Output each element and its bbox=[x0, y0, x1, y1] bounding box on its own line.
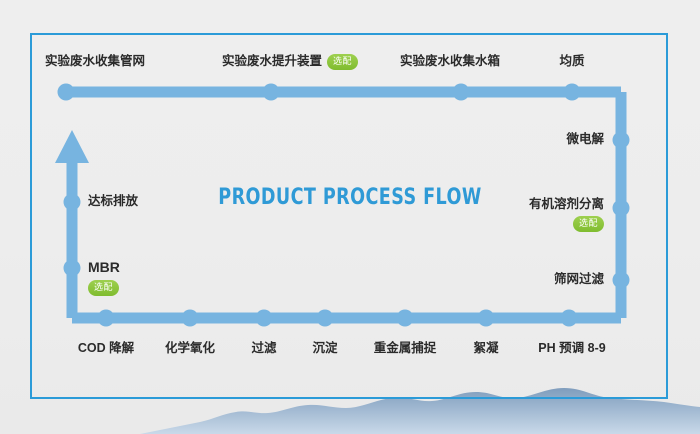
label-node-micro-electrolysis[interactable]: 微电解 bbox=[566, 132, 604, 148]
label-node-mbr[interactable]: MBR 选配 bbox=[88, 259, 120, 296]
label-node-cod-degradation[interactable]: COD 降解 bbox=[78, 341, 134, 357]
label-text: PH 预调 8-9 bbox=[538, 341, 606, 355]
label-text: 实验废水收集水箱 bbox=[400, 54, 501, 68]
label-text: 达标排放 bbox=[88, 194, 139, 208]
outer-frame-border bbox=[30, 33, 668, 399]
label-text: 均质 bbox=[559, 54, 585, 68]
label-node-flocculation[interactable]: 絮凝 bbox=[473, 341, 498, 357]
label-text: 化学氧化 bbox=[164, 341, 216, 355]
label-node-chemical-oxidation[interactable]: 化学氧化 bbox=[165, 341, 215, 357]
label-node-sedimentation[interactable]: 沉淀 bbox=[312, 341, 337, 357]
label-text: 有机溶剂分离 bbox=[528, 197, 604, 211]
label-text: 筛网过滤 bbox=[553, 272, 604, 286]
label-text: 重金属捕捉 bbox=[373, 341, 437, 355]
label-text: 絮凝 bbox=[473, 341, 499, 355]
label-node-filtration[interactable]: 过滤 bbox=[251, 341, 276, 357]
label-node-wastewater-lift-device[interactable]: 实验废水提升装置选配 bbox=[222, 54, 359, 70]
label-text: 微电解 bbox=[566, 132, 604, 146]
label-node-collection-pipe-network[interactable]: 实验废水收集管网 bbox=[45, 54, 145, 70]
optional-badge: 选配 bbox=[572, 215, 604, 232]
label-node-heavy-metal-capture[interactable]: 重金属捕捉 bbox=[374, 341, 437, 357]
label-text: COD 降解 bbox=[77, 341, 135, 355]
label-text: MBR bbox=[88, 259, 120, 275]
label-node-screen-filtration[interactable]: 筛网过滤 bbox=[554, 272, 604, 288]
label-text: 沉淀 bbox=[312, 341, 338, 355]
label-node-organic-solvent-separation[interactable]: 有机溶剂分离 选配 bbox=[529, 197, 604, 232]
page-title: PRODUCT PROCESS FLOW bbox=[218, 185, 482, 210]
label-node-collection-tank[interactable]: 实验废水收集水箱 bbox=[400, 54, 500, 70]
label-node-compliant-discharge[interactable]: 达标排放 bbox=[88, 194, 138, 210]
optional-badge: 选配 bbox=[88, 279, 120, 296]
label-node-homogenization[interactable]: 均质 bbox=[559, 54, 584, 70]
label-node-ph-preadjust[interactable]: PH 预调 8-9 bbox=[538, 341, 605, 357]
label-text: 实验废水提升装置 bbox=[222, 54, 323, 69]
label-text: 实验废水收集管网 bbox=[45, 54, 146, 68]
label-text: 过滤 bbox=[251, 341, 277, 355]
optional-badge: 选配 bbox=[327, 54, 359, 70]
